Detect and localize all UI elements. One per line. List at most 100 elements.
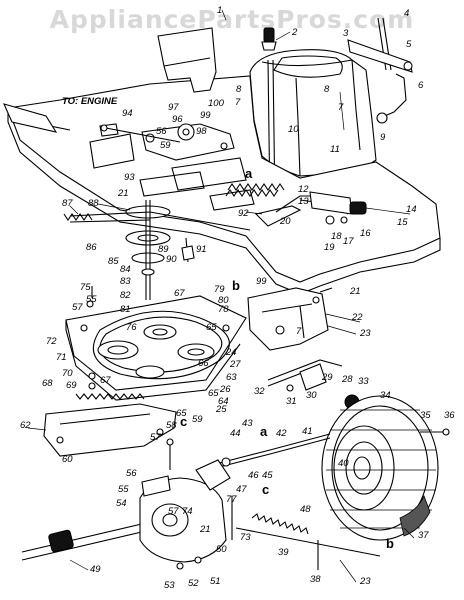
callout-48: 48 — [300, 504, 311, 515]
spring-48 — [235, 513, 381, 570]
callout-7: 7 — [235, 97, 241, 108]
callout-1: 1 — [217, 5, 222, 16]
callout-59: 59 — [192, 414, 203, 425]
callout-36: 36 — [444, 410, 455, 421]
callout-99: 99 — [256, 276, 267, 287]
callout-64: 64 — [218, 396, 229, 407]
spring-68 — [75, 393, 145, 400]
callout-57: 57 — [168, 506, 179, 517]
axle-bolt — [420, 428, 450, 436]
bolts-left — [86, 286, 96, 390]
callout-51: 51 — [210, 576, 221, 587]
callout-57: 57 — [150, 432, 161, 443]
callout-4: 4 — [404, 8, 409, 19]
callout-54: 54 — [116, 498, 127, 509]
callout-17: 17 — [343, 236, 354, 247]
callout-23: 23 — [359, 576, 371, 587]
spring-a — [225, 183, 285, 197]
callout-22: 22 — [351, 312, 363, 323]
callout-7: 7 — [296, 326, 302, 337]
callout-66: 66 — [198, 358, 209, 369]
callout-28: 28 — [341, 374, 353, 385]
callout-55: 55 — [86, 294, 97, 305]
callout-42: 42 — [276, 428, 287, 439]
callout-12: 12 — [298, 184, 309, 195]
pulley-stack — [63, 200, 251, 300]
callout-69: 69 — [66, 380, 77, 391]
callout-57: 57 — [72, 302, 83, 313]
callout-26: 26 — [219, 384, 231, 395]
callout-40: 40 — [338, 458, 349, 469]
callout-15: 15 — [397, 217, 408, 228]
section-letter-b: b — [386, 536, 394, 551]
callout-56: 56 — [156, 126, 167, 137]
section-letter-a: a — [260, 424, 268, 439]
callout-21: 21 — [199, 524, 211, 535]
callout-16: 16 — [360, 228, 371, 239]
callout-35: 35 — [420, 410, 431, 421]
callout-68: 68 — [42, 378, 53, 389]
callout-77: 77 — [226, 494, 237, 505]
callout-38: 38 — [310, 574, 321, 585]
callout-14: 14 — [406, 204, 417, 215]
callout-65: 65 — [206, 322, 217, 333]
callout-100: 100 — [208, 98, 225, 109]
callout-47: 47 — [236, 484, 247, 495]
callout-3: 3 — [343, 28, 349, 39]
callout-97: 97 — [168, 102, 179, 113]
callout-18: 18 — [331, 231, 342, 242]
callout-41: 41 — [302, 426, 313, 437]
callout-80: 80 — [218, 295, 229, 306]
callout-13: 13 — [298, 196, 309, 207]
callout-93: 93 — [124, 172, 135, 183]
callout-79: 79 — [214, 284, 225, 295]
callout-53: 53 — [164, 580, 175, 591]
callout-33: 33 — [358, 376, 369, 387]
section-letter-c: c — [180, 414, 187, 429]
console-tower — [249, 49, 377, 177]
callout-30: 30 — [306, 390, 317, 401]
rear-wheel — [321, 395, 439, 541]
callout-52: 52 — [188, 578, 199, 589]
callout-74: 74 — [182, 506, 193, 517]
callout-94: 94 — [122, 108, 133, 119]
throttle-lever — [347, 17, 413, 124]
callout-9: 9 — [380, 132, 386, 143]
callout-27: 27 — [229, 359, 241, 370]
callout-32: 32 — [254, 386, 265, 397]
lower-bracket — [43, 403, 177, 457]
section-letter-c: c — [262, 482, 269, 497]
callout-11: 11 — [330, 144, 340, 155]
callout-8: 8 — [324, 84, 330, 95]
callout-99: 99 — [200, 110, 211, 121]
callout-75: 75 — [80, 282, 91, 293]
callout-87: 87 — [62, 198, 73, 209]
callout-50: 50 — [216, 544, 227, 555]
callout-59: 59 — [160, 140, 171, 151]
callout-76: 76 — [126, 322, 137, 333]
callout-78: 78 — [218, 304, 229, 315]
callout-44: 44 — [230, 428, 241, 439]
callout-58: 58 — [166, 420, 177, 431]
callout-86: 86 — [86, 242, 97, 253]
belt-plate — [65, 295, 247, 401]
right-bracket — [247, 287, 333, 351]
callout-20: 20 — [279, 216, 291, 227]
callout-49: 49 — [90, 564, 101, 575]
callout-46: 46 — [248, 470, 259, 481]
callout-65: 65 — [208, 388, 219, 399]
callout-72: 72 — [46, 336, 57, 347]
callout-24: 24 — [225, 347, 237, 358]
callout-83: 83 — [120, 276, 131, 287]
callout-71: 71 — [56, 352, 67, 363]
callout-labels: 1 2 3 4 5 6 7 7 7 8 8 9 10 11 12 13 14 1… — [20, 5, 455, 591]
callout-82: 82 — [120, 290, 131, 301]
callout-23: 23 — [359, 328, 371, 339]
brake-linkage — [254, 191, 367, 227]
callout-65: 65 — [176, 408, 187, 419]
callout-98: 98 — [196, 126, 207, 137]
callout-88: 88 — [88, 198, 99, 209]
shift-rod — [199, 433, 331, 473]
callout-91: 91 — [196, 244, 207, 255]
